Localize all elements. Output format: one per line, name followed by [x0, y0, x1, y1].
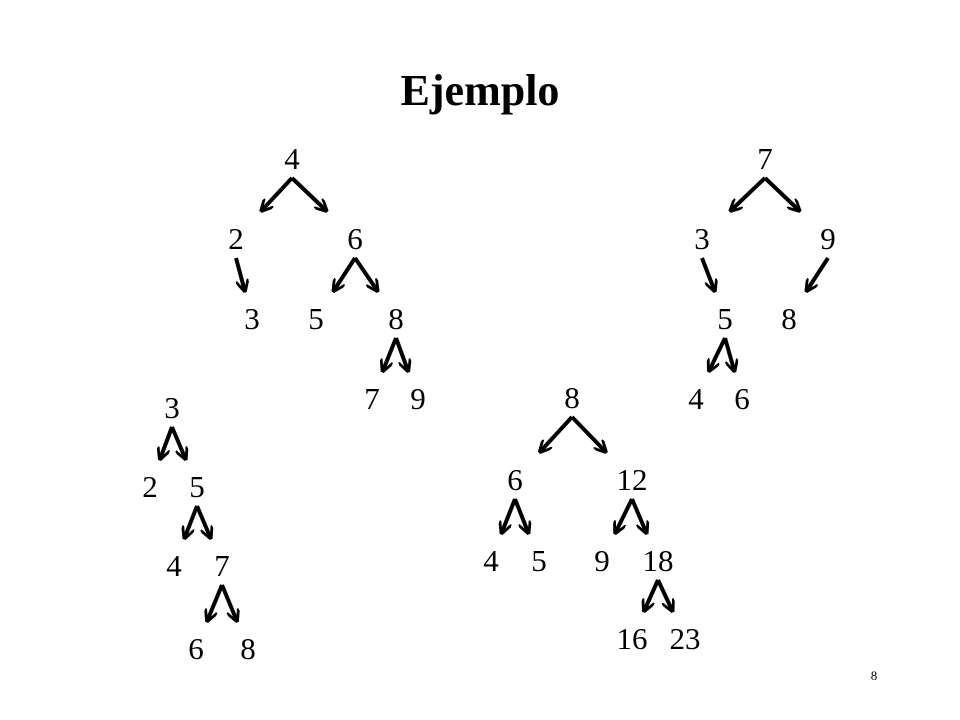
edge-arrow: [185, 505, 199, 537]
tree-node-label: 8: [388, 301, 404, 336]
tree-node-label: 7: [364, 381, 380, 416]
tree-node-label: 3: [694, 221, 710, 256]
tree-node-label: 8: [240, 631, 256, 666]
tree-node-label: 3: [164, 390, 180, 425]
edge-arrow: [290, 176, 326, 210]
edge-arrow: [807, 256, 830, 290]
edge-arrow: [208, 584, 224, 620]
tree-node-label: 6: [507, 462, 523, 497]
tree-node-label: 5: [717, 301, 733, 336]
edge-arrow: [570, 415, 605, 451]
edge-arrow: [220, 584, 236, 620]
edge-arrow: [723, 337, 734, 370]
edge-arrow: [630, 498, 646, 532]
tree-node-label: 4: [166, 548, 182, 583]
tree-node-label: 4: [284, 141, 300, 176]
tree-node-label: 4: [483, 543, 499, 578]
edge-arrow: [710, 337, 727, 370]
edge-arrow: [334, 256, 357, 290]
tree-node-label: 6: [347, 221, 363, 256]
edge-arrow: [763, 176, 799, 210]
edge-arrow: [170, 426, 185, 458]
edge-arrow: [731, 176, 767, 210]
tree-node-label: 6: [188, 631, 204, 666]
edge-arrow: [645, 579, 660, 610]
tree-node-label: 5: [531, 543, 547, 578]
edge-arrow: [160, 426, 174, 458]
edge-arrow: [394, 337, 408, 370]
edge-arrow: [502, 498, 517, 532]
tree-node-label: 23: [670, 621, 701, 656]
tree-node-label: 6: [734, 381, 750, 416]
page-number: 8: [871, 668, 878, 683]
edge-arrow: [700, 257, 714, 290]
tree-node-label: 2: [228, 221, 244, 256]
tree-node-label: 7: [757, 141, 773, 176]
edge-arrow: [383, 337, 398, 370]
edge-arrow: [656, 579, 672, 610]
tree-node-label: 5: [308, 301, 324, 336]
tree-node-label: 3: [244, 301, 260, 336]
tree-node-label: 18: [643, 543, 674, 578]
slide-title: Ejemplo: [401, 66, 560, 115]
tree-node-label: 4: [688, 381, 704, 416]
tree-node-label: 9: [594, 543, 610, 578]
tree-node-label: 5: [189, 469, 205, 504]
tree-node-label: 9: [410, 381, 426, 416]
tree-node-label: 8: [564, 380, 580, 415]
tree-node-label: 12: [617, 462, 648, 497]
tree-node-label: 16: [617, 621, 648, 656]
edge-arrow: [262, 176, 294, 210]
tree-node-label: 9: [820, 221, 836, 256]
edge-arrow: [234, 257, 245, 290]
edge-arrow: [195, 505, 210, 537]
tree-node-label: 8: [781, 301, 797, 336]
tree-node-label: 2: [142, 469, 158, 504]
edge-arrow: [353, 256, 377, 290]
edge-arrow: [513, 498, 528, 532]
tree-node-label: 7: [214, 548, 230, 583]
edge-arrow: [541, 415, 574, 451]
edge-arrow: [616, 498, 634, 532]
